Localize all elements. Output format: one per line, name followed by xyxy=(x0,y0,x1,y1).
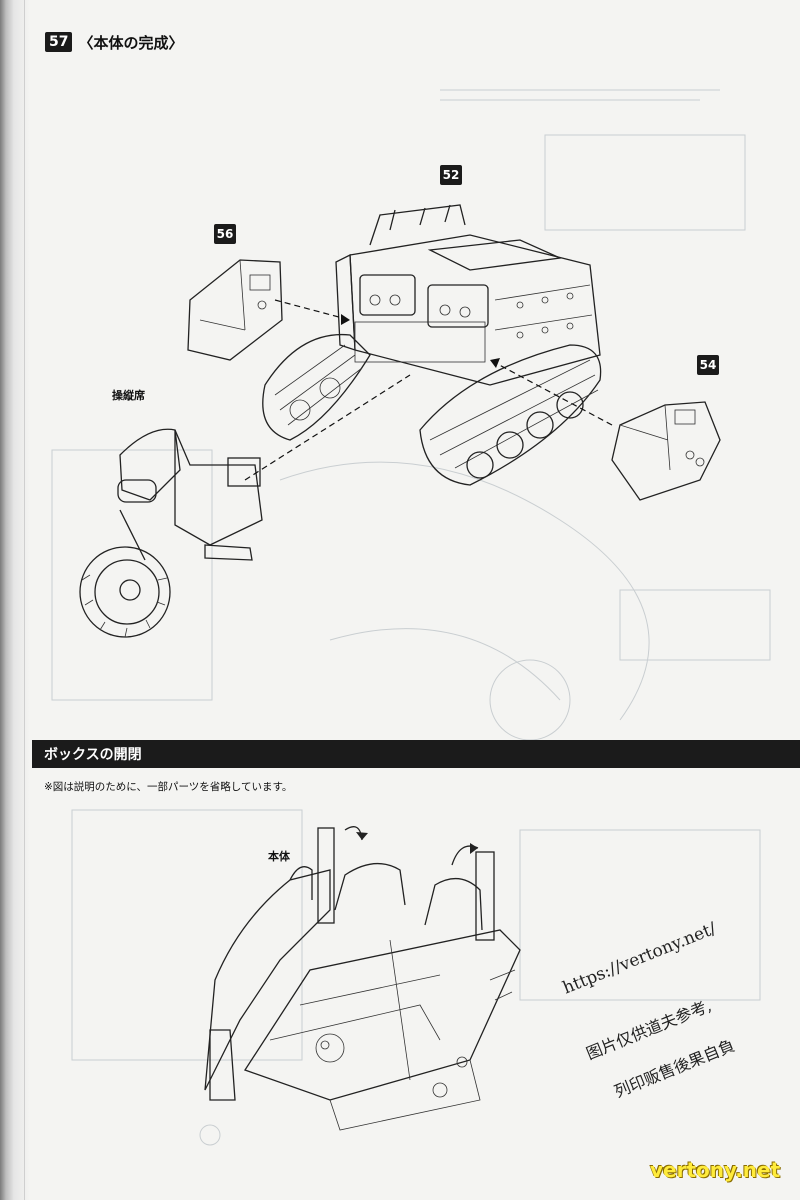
body-label: 本体 xyxy=(268,850,290,863)
right-track-drawing xyxy=(419,344,602,486)
book-spine-shadow xyxy=(0,0,30,1200)
vehicle-body-drawing xyxy=(335,204,601,386)
callout-part-52: 52 xyxy=(440,165,462,185)
callout-part-56: 56 xyxy=(214,224,236,244)
section-title: ボックスの開閉 xyxy=(44,747,142,763)
step-number: 57 xyxy=(45,32,73,52)
step-header: 57 〈本体の完成〉 xyxy=(45,30,184,54)
step-title: 〈本体の完成〉 xyxy=(78,33,184,52)
left-track-drawing xyxy=(262,333,371,441)
guide-line-cockpit xyxy=(244,374,411,481)
spine-line xyxy=(24,0,25,1200)
assembly-illustration xyxy=(79,204,721,638)
callout-part-54: 54 xyxy=(697,355,719,375)
part-54-drawing xyxy=(611,401,721,501)
watermark-site: vertony.net xyxy=(650,1158,781,1182)
section-note: ※図は説明のために、一部パーツを省略しています。 xyxy=(44,781,293,793)
part-56-drawing xyxy=(187,259,283,361)
guide-line-56 xyxy=(274,299,351,321)
box-open-illustration xyxy=(204,826,521,1131)
cockpit-bike-drawing xyxy=(79,428,263,638)
guide-line-54 xyxy=(489,359,613,426)
section-header-bar xyxy=(32,740,800,768)
cockpit-label: 操縦席 xyxy=(112,389,145,402)
